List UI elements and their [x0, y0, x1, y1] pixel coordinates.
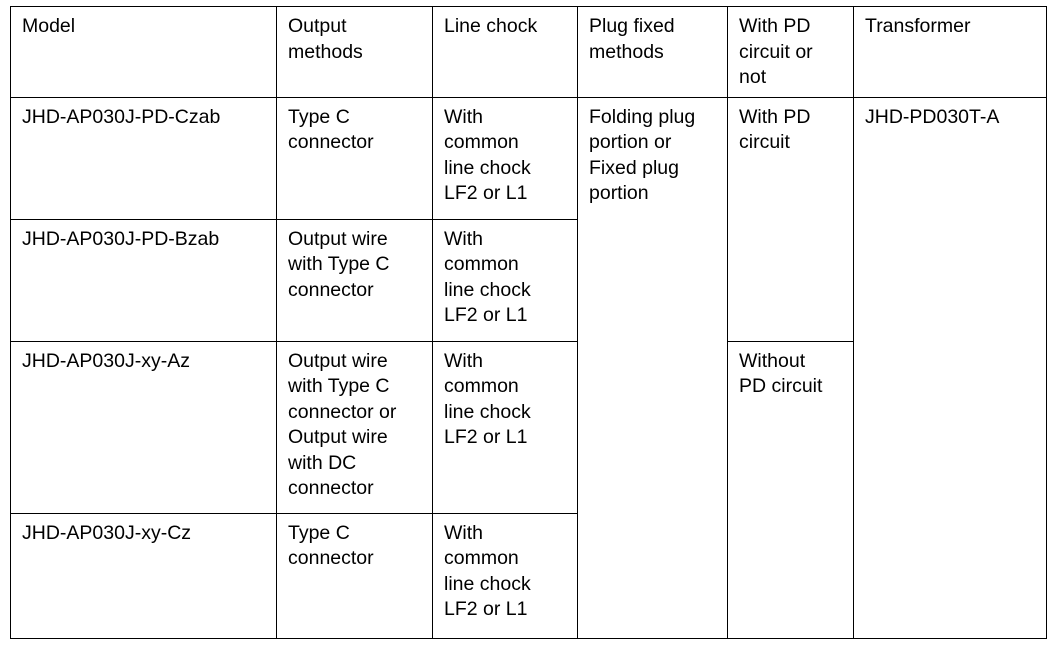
column-header-output-methods-label: Output methods — [288, 15, 363, 63]
cell-output-methods-value: Output wire with Type C connector — [288, 227, 390, 301]
cell-line-chock-value: With common line chock LF2 or L1 — [444, 521, 531, 621]
cell-model-value: JHD-AP030J-PD-Czab — [22, 105, 221, 128]
model-specification-table: Model Output methods Line chock Plug fix… — [10, 6, 1047, 639]
cell-output-methods: Output wire with Type C connector — [276, 218, 433, 342]
cell-pd-circuit-without-value: Without PD circuit — [739, 349, 823, 398]
cell-transformer-merged: JHD-PD030T-A — [853, 96, 1047, 639]
cell-line-chock: With common line chock LF2 or L1 — [432, 96, 578, 220]
cell-output-methods-value: Type C connector — [288, 105, 374, 154]
table-row: JHD-AP030J-PD-Czab Type C connector With… — [10, 96, 1047, 639]
cell-model: JHD-AP030J-xy-Cz — [10, 512, 277, 639]
column-header-model: Model — [10, 6, 277, 98]
cell-model-value: JHD-AP030J-xy-Cz — [22, 521, 192, 544]
cell-line-chock-value: With common line chock LF2 or L1 — [444, 349, 531, 449]
cell-output-methods-value: Type C connector — [288, 521, 374, 570]
column-header-output-methods: Output methods — [276, 6, 433, 98]
cell-pd-circuit-merged-without: Without PD circuit — [727, 340, 854, 639]
cell-output-methods: Type C connector — [276, 96, 433, 220]
column-header-plug-fixed-methods: Plug fixed methods — [577, 6, 728, 98]
column-header-transformer-label: Transformer — [865, 15, 971, 37]
cell-output-methods: Output wire with Type C connector or Out… — [276, 340, 433, 514]
column-header-line-chock-label: Line chock — [444, 15, 538, 37]
cell-model: JHD-AP030J-PD-Bzab — [10, 218, 277, 342]
cell-line-chock-value: With common line chock LF2 or L1 — [444, 227, 531, 327]
table-header-row: Model Output methods Line chock Plug fix… — [10, 6, 1047, 98]
column-header-model-label: Model — [22, 15, 76, 37]
cell-model: JHD-AP030J-PD-Czab — [10, 96, 277, 220]
cell-output-methods: Type C connector — [276, 512, 433, 639]
column-header-pd-circuit: With PD circuit or not — [727, 6, 854, 98]
table-row: JHD-AP030J-PD-Bzab Output wire with Type… — [10, 218, 1047, 342]
column-header-line-chock: Line chock — [432, 6, 578, 98]
cell-transformer-value: JHD-PD030T-A — [865, 105, 1000, 128]
column-header-transformer: Transformer — [853, 6, 1047, 98]
cell-pd-circuit-merged-with: With PD circuit — [727, 96, 854, 342]
cell-model-value: JHD-AP030J-xy-Az — [22, 349, 190, 372]
cell-model-value: JHD-AP030J-PD-Bzab — [22, 227, 220, 250]
cell-line-chock: With common line chock LF2 or L1 — [432, 512, 578, 639]
table-row: JHD-AP030J-xy-Cz Type C connector With c… — [10, 512, 1047, 639]
cell-line-chock: With common line chock LF2 or L1 — [432, 340, 578, 514]
cell-plug-fixed-methods-merged: Folding plug portion or Fixed plug porti… — [577, 96, 728, 639]
cell-plug-fixed-methods-value: Folding plug portion or Fixed plug porti… — [589, 105, 696, 205]
column-header-pd-circuit-label: With PD circuit or not — [739, 15, 813, 88]
cell-line-chock: With common line chock LF2 or L1 — [432, 218, 578, 342]
cell-line-chock-value: With common line chock LF2 or L1 — [444, 105, 531, 205]
cell-output-methods-value: Output wire with Type C connector or Out… — [288, 349, 397, 500]
cell-model: JHD-AP030J-xy-Az — [10, 340, 277, 514]
table-row: JHD-AP030J-xy-Az Output wire with Type C… — [10, 340, 1047, 639]
column-header-plug-fixed-methods-label: Plug fixed methods — [589, 15, 675, 63]
cell-pd-circuit-with-value: With PD circuit — [739, 105, 811, 154]
